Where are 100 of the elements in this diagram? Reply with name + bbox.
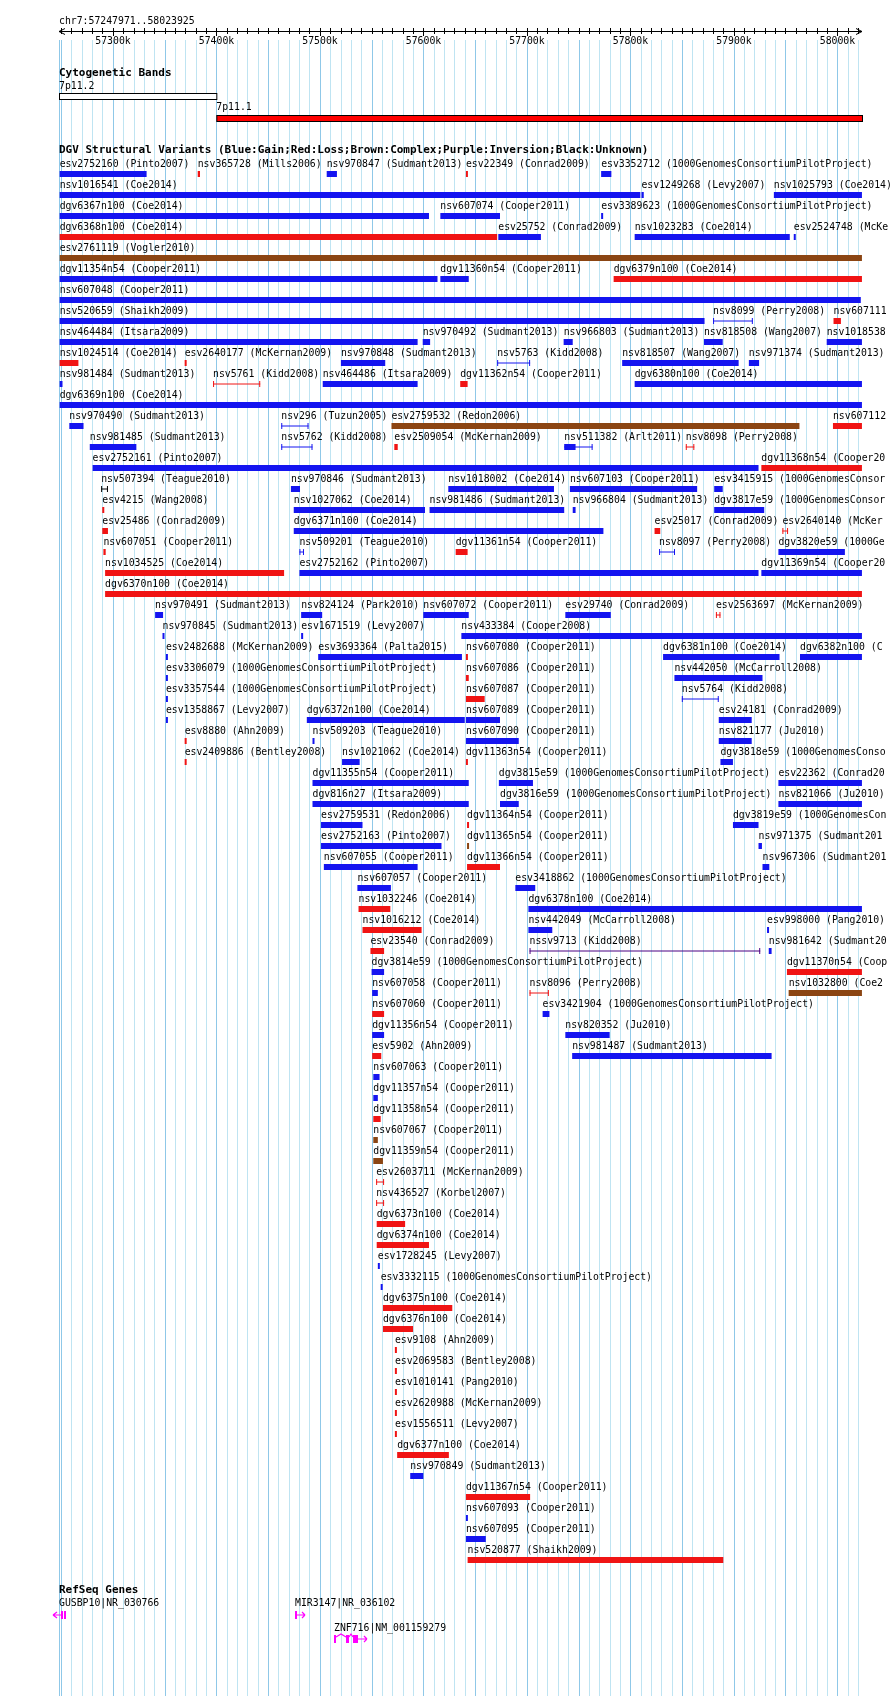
tick-label: 57700k: [509, 35, 545, 47]
variant-label: nsv607095 (Cooper2011): [465, 1523, 596, 1535]
variant-label: nsv442049 (McCarroll2008): [528, 914, 676, 926]
variant-label: nsv607111: [833, 305, 887, 317]
variant-label: nsv464484 (Itsara2009): [59, 326, 190, 338]
variant-label: esv8880 (Ahn2009): [184, 725, 285, 737]
variant-label: nsv5761 (Kidd2008): [213, 368, 320, 380]
variant-label: dgv11365n54 (Cooper2011): [467, 830, 609, 842]
variant-label: dgv11367n54 (Cooper2011): [465, 1481, 608, 1493]
variant-label: nsv981642 (Sudmant20: [768, 935, 887, 947]
variant-label: esv3418862 (1000GenomesConsortiumPilotProject): [515, 872, 787, 884]
tick-label: 57400k: [198, 35, 235, 47]
variant-label: nsv1018002 (Coe2014): [448, 473, 567, 485]
variant-label: esv22349 (Conrad2009): [465, 158, 590, 170]
variant-label: esv3332115 (1000GenomesConsortiumPilotProject): [380, 1271, 652, 1283]
variant-label: dgv6369n100 (Coe2014): [59, 389, 184, 401]
variant-label: nsv509201 (Teague2010): [299, 536, 430, 548]
variant-label: dgv11358n54 (Cooper2011): [373, 1103, 515, 1115]
variant-label: dgv6370n100 (Coe2014): [105, 578, 229, 590]
variant-label: dgv6378n100 (Coe2014): [528, 893, 653, 905]
variant-label: dgv11355n54 (Cooper2011): [312, 767, 455, 779]
variant-label: nsv967306 (Sudmant201: [762, 851, 887, 863]
tick-label: 57600k: [405, 35, 442, 47]
variant-label: nsv970848 (Sudmant2013): [340, 347, 477, 359]
tick-label: 57300k: [95, 35, 131, 47]
variant-label: dgv6373n100 (Coe2014): [376, 1208, 501, 1220]
variant-label: esv24181 (Conrad2009): [718, 704, 843, 716]
variant-label: nsv607057 (Cooper2011): [357, 872, 488, 884]
variant-label: esv998000 (Pang2010): [767, 914, 885, 926]
tick-label: 57900k: [716, 35, 752, 47]
variant-label: esv9108 (Ahn2009): [394, 1334, 496, 1346]
variant-label: nsv824124 (Park2010): [301, 599, 420, 611]
variant-label: dgv11356n54 (Cooper2011): [372, 1019, 514, 1031]
variant-label: esv3693364 (Palta2015): [318, 641, 448, 653]
variant-label: nsv8099 (Perry2008): [713, 305, 826, 317]
variant-label: nsv442050 (McCarroll2008): [674, 662, 822, 674]
variant-label: nsv607063 (Cooper2011): [373, 1061, 504, 1073]
variant-label: nsv970491 (Sudmant2013): [155, 599, 291, 611]
variant-label: nsv1032246 (Coe2014): [358, 893, 477, 905]
variant-label: nsv8098 (Perry2008): [685, 431, 798, 443]
variant-label: nsv971374 (Sudmant2013): [748, 347, 885, 359]
variant-label: dgv11366n54 (Cooper2011): [467, 851, 609, 863]
variant-label: nsv8097 (Perry2008): [659, 536, 772, 548]
variant-label: dgv3820e59 (1000Ge: [778, 536, 885, 548]
variant-label: esv3421904 (1000GenomesConsortiumPilotProject): [542, 998, 814, 1010]
track-title: RefSeq Genes: [59, 1584, 139, 1596]
variant-label: nsv436527 (Korbel2007): [376, 1187, 506, 1199]
variant-label: esv1671519 (Levy2007): [301, 620, 425, 632]
variant-label: nsv1024514 (Coe2014): [59, 347, 178, 359]
variant-label: nsv970490 (Sudmant2013): [69, 410, 205, 422]
variant-label: nsv607058 (Cooper2011): [372, 977, 502, 989]
variant-label: esv2509054 (McKernan2009): [394, 431, 542, 443]
variant-label: nsv966804 (Sudmant2013): [572, 494, 709, 506]
variant-label: nsv1027062 (Coe2014): [293, 494, 412, 506]
variant-label: dgv6381n100 (Coe2014): [663, 641, 787, 653]
variant-label: nsv821177 (Ju2010): [718, 725, 825, 737]
variant-label: nsv607072 (Cooper2011): [423, 599, 554, 611]
variant-label: dgv6380n100 (Coe2014): [634, 368, 759, 380]
variant-label: dgv3816e59 (1000GenomesConsortiumPilotProject): [500, 788, 772, 800]
variant-label: esv2409886 (Bentley2008): [184, 746, 327, 758]
variant-label: nsv981487 (Sudmant2013): [572, 1040, 708, 1052]
variant-label: nsv1016212 (Coe2014): [362, 914, 481, 926]
variant-label: dgv6367n100 (Coe2014): [59, 200, 184, 212]
variant-label: esv22362 (Conrad20: [778, 767, 885, 779]
variant-label: nsv821066 (Ju2010): [778, 788, 885, 800]
variant-label: dgv6372n100 (Coe2014): [306, 704, 431, 716]
variant-label: nsv607086 (Cooper2011): [465, 662, 596, 674]
variant-label: dgv6371n100 (Coe2014): [293, 515, 418, 527]
variant-label: nsv970492 (Sudmant2013): [422, 326, 559, 338]
variant-label: esv2482688 (McKernan2009): [165, 641, 314, 653]
variant-label: nsv607074 (Cooper2011): [440, 200, 571, 212]
gene-label: ZNF716|NM_001159279: [334, 1622, 447, 1634]
variant-label: nsv1023283 (Coe2014): [634, 221, 753, 233]
variant-label: nsv820352 (Ju2010): [565, 1019, 672, 1031]
variant-label: esv1728245 (Levy2007): [377, 1250, 502, 1262]
variant-label: dgv3814e59 (1000GenomesConsortiumPilotProject): [371, 956, 643, 968]
variant-label: dgv6376n100 (Coe2014): [382, 1313, 507, 1325]
variant-label: esv3306079 (1000GenomesConsortiumPilotProject): [165, 662, 438, 674]
variant-label: dgv11364n54 (Cooper2011): [467, 809, 609, 821]
variant-label: nsv970849 (Sudmant2013): [410, 1460, 546, 1472]
gene-label: GUSBP10|NR_030766: [59, 1597, 160, 1609]
variant-label: esv25752 (Conrad2009): [498, 221, 623, 233]
variant-label: nsv981486 (Sudmant2013): [429, 494, 566, 506]
variant-label: nsv607055 (Cooper2011): [323, 851, 454, 863]
variant-label: nsv5764 (Kidd2008): [681, 683, 788, 695]
variant-label: esv2752162 (Pinto2007): [299, 557, 430, 569]
variant-label: nssv9713 (Kidd2008): [529, 935, 642, 947]
variant-label: nsv511382 (Arlt2011): [564, 431, 683, 443]
variant-label: dgv6368n100 (Coe2014): [59, 221, 184, 233]
variant-label: dgv816n27 (Itsara2009): [312, 788, 443, 800]
variant-label: nsv607089 (Cooper2011): [465, 704, 596, 716]
variant-label: dgv3818e59 (1000GenomesConso: [720, 746, 886, 758]
variant-label: dgv11362n54 (Cooper2011): [460, 368, 602, 380]
variant-label: dgv11360n54 (Cooper2011): [440, 263, 582, 275]
variant-label: esv23540 (Conrad2009): [370, 935, 495, 947]
variant-label: nsv607103 (Cooper2011): [569, 473, 700, 485]
variant-label: dgv6377n100 (Coe2014): [397, 1439, 522, 1451]
variant-label: esv1556511 (Levy2007): [394, 1418, 519, 1430]
variant-label: nsv509203 (Teague2010): [312, 725, 443, 737]
variant-label: nsv607093 (Cooper2011): [465, 1502, 596, 1514]
